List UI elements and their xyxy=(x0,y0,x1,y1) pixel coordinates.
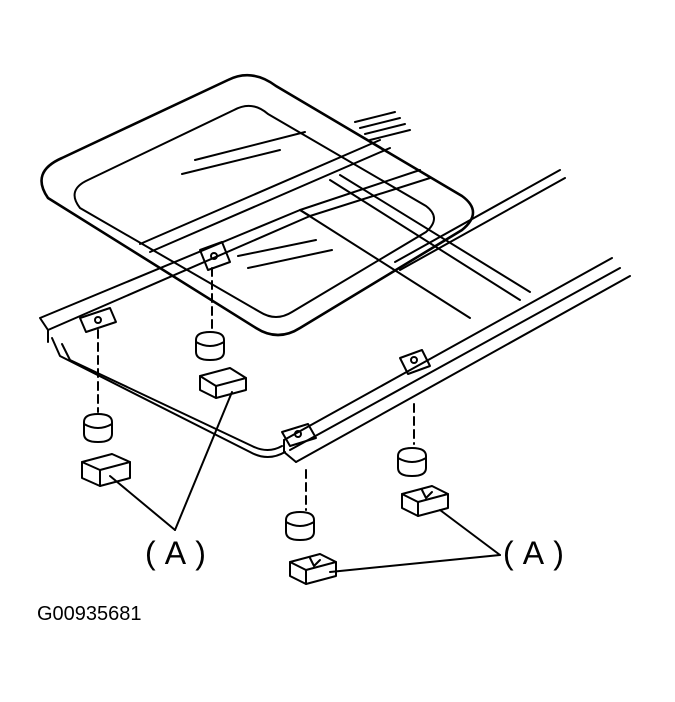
bracket-left-front xyxy=(79,307,117,413)
nut-left-front xyxy=(83,413,113,443)
bracket-right-front xyxy=(281,423,317,511)
nut-right-rear xyxy=(397,447,427,477)
nut-left-rear xyxy=(195,331,225,361)
bracket-left-rear xyxy=(199,241,231,331)
clip-a-right-rear xyxy=(401,485,449,517)
sunroof-housing xyxy=(39,111,631,463)
nut-right-front xyxy=(285,511,315,541)
figure-id: G00935681 xyxy=(37,603,142,625)
clip-a-left-rear xyxy=(199,367,247,399)
bracket-right-rear xyxy=(399,349,431,445)
callout-label-a-right: ( A ) xyxy=(503,535,565,571)
callout-label-a-left: ( A ) xyxy=(145,535,207,571)
clip-a-left-front xyxy=(81,453,131,487)
glass-panel xyxy=(40,73,475,337)
callout-leaders xyxy=(109,391,501,573)
clip-a-right-front xyxy=(289,553,337,585)
